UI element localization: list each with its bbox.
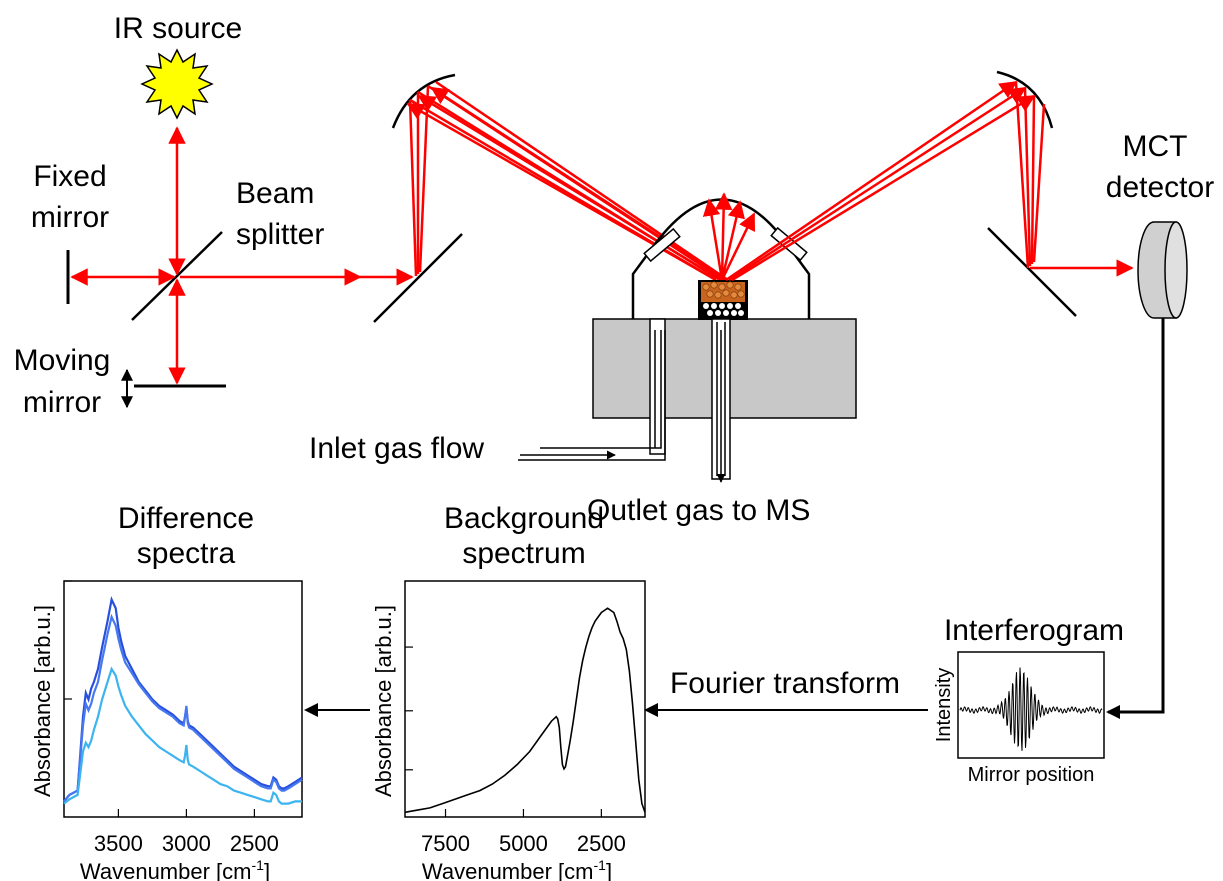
right-beam-rays [725, 80, 1134, 282]
background-spectrum-title-line1: Background [444, 502, 604, 535]
x-tick-label: 2500 [230, 831, 279, 856]
background-spectrum-chart: 7500 5000 2500 Absorbance [arb.u.] Wavenumbe… [371, 580, 646, 881]
moving-mirror-label-line2: mirror [23, 386, 101, 419]
ir-source-label: IR source [114, 12, 242, 45]
mct-label-line2: detector [1106, 171, 1214, 204]
x-tick-label: 3000 [162, 831, 211, 856]
mct-label-line1: MCT [1123, 130, 1188, 163]
interferogram-frame [957, 651, 1105, 759]
signal-cable [1108, 318, 1165, 714]
gas-flow-lines [518, 322, 726, 483]
signal-arrowhead [1106, 705, 1120, 719]
spectrum-line-1 [404, 607, 646, 814]
chart-frame [404, 580, 646, 818]
interferometer-beams [70, 126, 414, 385]
beam-splitter-label-line1: Beam [236, 177, 314, 210]
fourier-arrowhead [644, 703, 658, 717]
ir-source-star [140, 48, 214, 120]
interferogram-trace [959, 667, 1103, 751]
x-tick-label: 2500 [577, 831, 626, 856]
dome-reflection-rays [702, 192, 756, 281]
chart-ylabel: Absorbance [arb.u.] [371, 605, 396, 797]
interferogram-xlabel: Mirror position [968, 764, 1095, 786]
difference-spectra-chart: 3500 3000 2500 Absorbance [arb.u.] Wavenumbe… [30, 580, 303, 881]
beam-splitter-label-line2: splitter [236, 218, 324, 251]
background-spectrum-title-line2: spectrum [462, 537, 585, 570]
interferogram-ylabel: Intensity [933, 668, 955, 742]
left-beam-rays [406, 80, 729, 282]
moving-mirror-label-line1: Moving [14, 344, 111, 377]
chart-frame [63, 580, 303, 818]
x-tick-label: 5000 [499, 831, 548, 856]
sample-crucible [698, 280, 748, 320]
chart-xlabel: Wavenumber [cm-1] [80, 857, 270, 881]
outlet-gas-label: Outlet gas to MS [587, 494, 810, 527]
x-tick-label: 3500 [94, 831, 143, 856]
spectrum-line-3 [63, 666, 302, 805]
ir-source-icon [140, 48, 214, 120]
left-flat-mirror [373, 233, 463, 323]
fourier-transform-label: Fourier transform [670, 667, 900, 700]
difference-spectra-title-line1: Difference [118, 502, 254, 535]
chart-xlabel: Wavenumber [cm-1] [422, 857, 612, 881]
beam-splitter [131, 231, 223, 321]
chart-ylabel: Absorbance [arb.u.] [30, 605, 55, 797]
left-ir-window [643, 227, 681, 263]
to-difference-arrowhead [304, 703, 318, 717]
fixed-mirror-label-line1: Fixed [33, 160, 106, 193]
difference-spectra-title-line2: spectra [137, 537, 236, 570]
right-flat-mirror [987, 227, 1077, 317]
x-tick-label: 7500 [421, 831, 470, 856]
fixed-mirror-label-line2: mirror [31, 201, 109, 234]
right-focusing-mirror [996, 70, 1054, 129]
mct-detector-icon [1137, 221, 1188, 319]
spectrum-line-2 [63, 613, 303, 803]
interferogram-title: Interferogram [944, 614, 1124, 647]
inlet-gas-label: Inlet gas flow [309, 432, 484, 465]
